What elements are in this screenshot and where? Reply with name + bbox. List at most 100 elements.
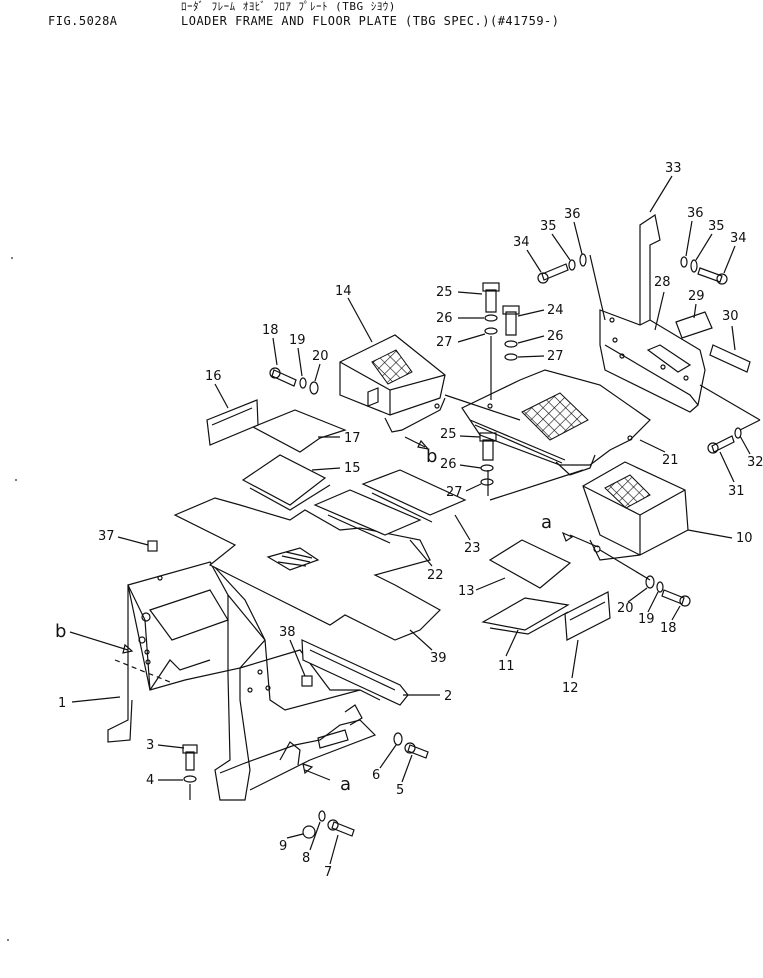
svg-text:32: 32: [747, 455, 763, 470]
callout-6: 6: [372, 744, 397, 783]
plate-29: [675, 311, 713, 339]
svg-text:2: 2: [444, 689, 452, 704]
svg-text:20: 20: [617, 601, 634, 616]
svg-text:28: 28: [654, 275, 671, 290]
svg-text:26: 26: [440, 457, 457, 472]
svg-text:35: 35: [708, 219, 725, 234]
svg-text:12: 12: [562, 681, 579, 696]
callout-2: 2: [403, 689, 452, 704]
svg-text:29: 29: [688, 289, 705, 304]
callout-35-left: 35: [540, 219, 571, 261]
callout-20-left: 20: [312, 349, 329, 382]
callout-29: 29: [688, 289, 705, 319]
svg-text:37: 37: [98, 529, 115, 544]
callout-17: 17: [318, 431, 361, 446]
callout-21: 21: [639, 439, 679, 468]
callout-13: 13: [458, 577, 506, 599]
svg-text:39: 39: [430, 651, 447, 666]
callout-27-upper: 27: [436, 333, 486, 350]
callout-7: 7: [324, 834, 339, 880]
callout-9: 9: [279, 833, 304, 854]
svg-text:34: 34: [513, 235, 530, 250]
panel-13: [488, 539, 572, 589]
callout-30: 30: [722, 309, 739, 351]
callout-10: 10: [687, 529, 753, 546]
svg-text:36: 36: [564, 207, 581, 222]
view-marker-a-right: a: [541, 512, 552, 533]
title-english: LOADER FRAME AND FLOOR PLATE (TBG SPEC.)…: [181, 14, 560, 28]
svg-text:10: 10: [736, 531, 753, 546]
strip-30: [709, 344, 751, 373]
floor-plate-15: [241, 454, 331, 511]
floor-plate-21: [461, 369, 651, 476]
floor-plate: [173, 497, 441, 641]
floor-plate-17: [251, 409, 347, 453]
svg-text:13: 13: [458, 584, 475, 599]
figure-number: FIG.5028A: [48, 14, 118, 28]
callout-25-upper: 25: [436, 285, 483, 300]
callout-28: 28: [654, 275, 671, 331]
cover-14: [339, 334, 446, 433]
svg-text:3: 3: [146, 738, 154, 753]
svg-text:26: 26: [547, 329, 564, 344]
scan-specks: [7, 257, 17, 941]
svg-text:27: 27: [436, 335, 453, 350]
callout-38: 38: [279, 625, 306, 677]
cover-10: [582, 461, 689, 561]
callout-19-right: 19: [638, 591, 659, 627]
bracket-28: [599, 214, 706, 413]
svg-text:25: 25: [440, 427, 457, 442]
svg-text:33: 33: [665, 161, 682, 176]
svg-text:7: 7: [324, 865, 332, 880]
view-markers: b b a a: [55, 446, 552, 795]
callout-12: 12: [562, 639, 579, 696]
svg-text:21: 21: [662, 453, 679, 468]
svg-text:26: 26: [436, 311, 453, 326]
plate-11: [481, 597, 570, 635]
svg-text:23: 23: [464, 541, 481, 556]
svg-text:38: 38: [279, 625, 296, 640]
callout-35-right: 35: [695, 219, 725, 261]
svg-text:25: 25: [436, 285, 453, 300]
svg-text:16: 16: [205, 369, 222, 384]
svg-text:35: 35: [540, 219, 557, 234]
callout-19-left: 19: [289, 333, 306, 377]
svg-text:9: 9: [279, 839, 287, 854]
callout-34-right: 34: [723, 231, 747, 274]
callout-26-right: 26: [517, 329, 564, 344]
svg-text:19: 19: [638, 612, 655, 627]
svg-text:5: 5: [396, 783, 404, 798]
title-japanese: ﾛｰﾀﾞ ﾌﾚｰﾑ ｵﾖﾋﾞ ﾌﾛｱ ﾌﾟﾚｰﾄ (TBG ｼﾖｳ): [181, 0, 396, 13]
bracket-16: [206, 399, 259, 446]
callout-5: 5: [396, 754, 413, 798]
callout-15: 15: [311, 461, 361, 476]
svg-text:24: 24: [547, 303, 564, 318]
callout-27-right: 27: [517, 349, 564, 364]
floor-plate-23: [361, 469, 467, 523]
callout-11: 11: [498, 629, 519, 674]
svg-text:1: 1: [58, 696, 66, 711]
svg-text:36: 36: [687, 206, 704, 221]
svg-text:34: 34: [730, 231, 747, 246]
callout-27-mid: 27: [446, 483, 482, 500]
svg-text:11: 11: [498, 659, 515, 674]
callout-36-right: 36: [685, 206, 704, 257]
callout-22: 22: [409, 539, 444, 583]
svg-text:31: 31: [728, 484, 745, 499]
svg-text:22: 22: [427, 568, 444, 583]
callout-8: 8: [302, 821, 321, 866]
callout-4: 4: [146, 773, 183, 788]
svg-text:20: 20: [312, 349, 329, 364]
callout-39: 39: [409, 629, 447, 666]
callout-20-right: 20: [617, 587, 648, 616]
callout-1: 1: [58, 696, 121, 711]
svg-text:6: 6: [372, 768, 380, 783]
callout-labels: 1 2 3 4 5 6 7 8 9 10 11 12 13 14 15 16 1…: [58, 161, 763, 880]
svg-text:18: 18: [660, 621, 677, 636]
callout-18-right: 18: [660, 605, 681, 636]
svg-text:18: 18: [262, 323, 279, 338]
svg-text:27: 27: [446, 485, 463, 500]
callout-36-left: 36: [564, 207, 583, 255]
svg-text:4: 4: [146, 773, 154, 788]
callout-31: 31: [719, 451, 745, 499]
